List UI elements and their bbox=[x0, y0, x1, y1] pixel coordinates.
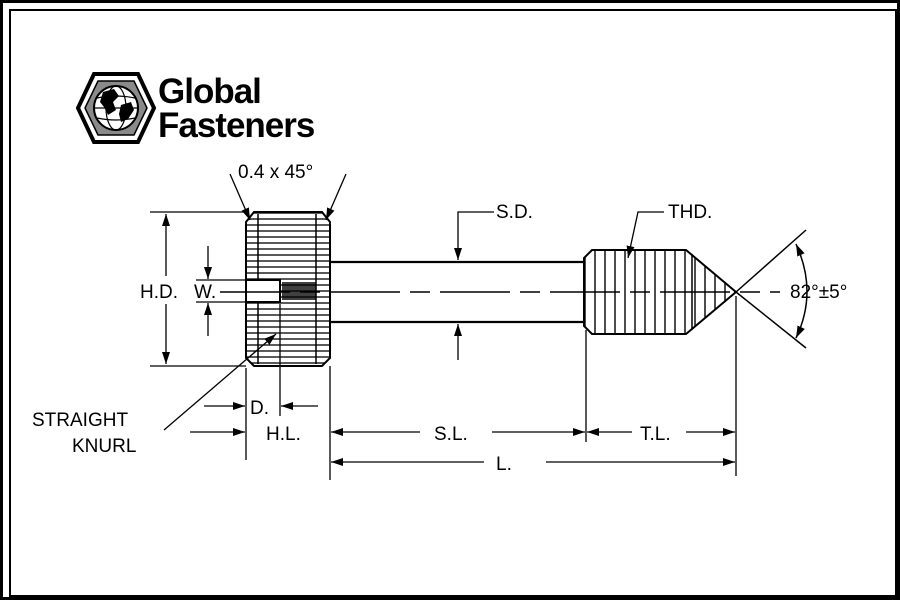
label-head-length: H.L. bbox=[266, 424, 301, 445]
logo-line-global: Global bbox=[158, 72, 262, 111]
label-shank-length: S.L. bbox=[434, 424, 468, 445]
knurled-head bbox=[245, 211, 331, 367]
label-point-angle: 82°±5° bbox=[790, 282, 847, 303]
label-thread-length: T.L. bbox=[640, 424, 671, 445]
shank bbox=[330, 260, 586, 324]
label-shank-diameter: S.D. bbox=[496, 202, 533, 223]
label-slot-depth: D. bbox=[250, 398, 269, 419]
inner-frame bbox=[9, 9, 897, 597]
label-head-diameter: H.D. bbox=[140, 282, 178, 303]
logo-line-fasteners: Fasteners bbox=[158, 106, 315, 145]
label-slot-width: W. bbox=[194, 282, 216, 303]
global-fasteners-logo: Global Fasteners bbox=[76, 72, 346, 144]
label-overall-length: L. bbox=[496, 454, 512, 475]
label-thread: THD. bbox=[668, 202, 712, 223]
label-chamfer: 0.4 x 45° bbox=[238, 162, 313, 183]
label-straight: STRAIGHT bbox=[32, 410, 128, 431]
globe-hexagon-icon bbox=[76, 72, 156, 144]
label-knurl: KNURL bbox=[72, 436, 136, 457]
